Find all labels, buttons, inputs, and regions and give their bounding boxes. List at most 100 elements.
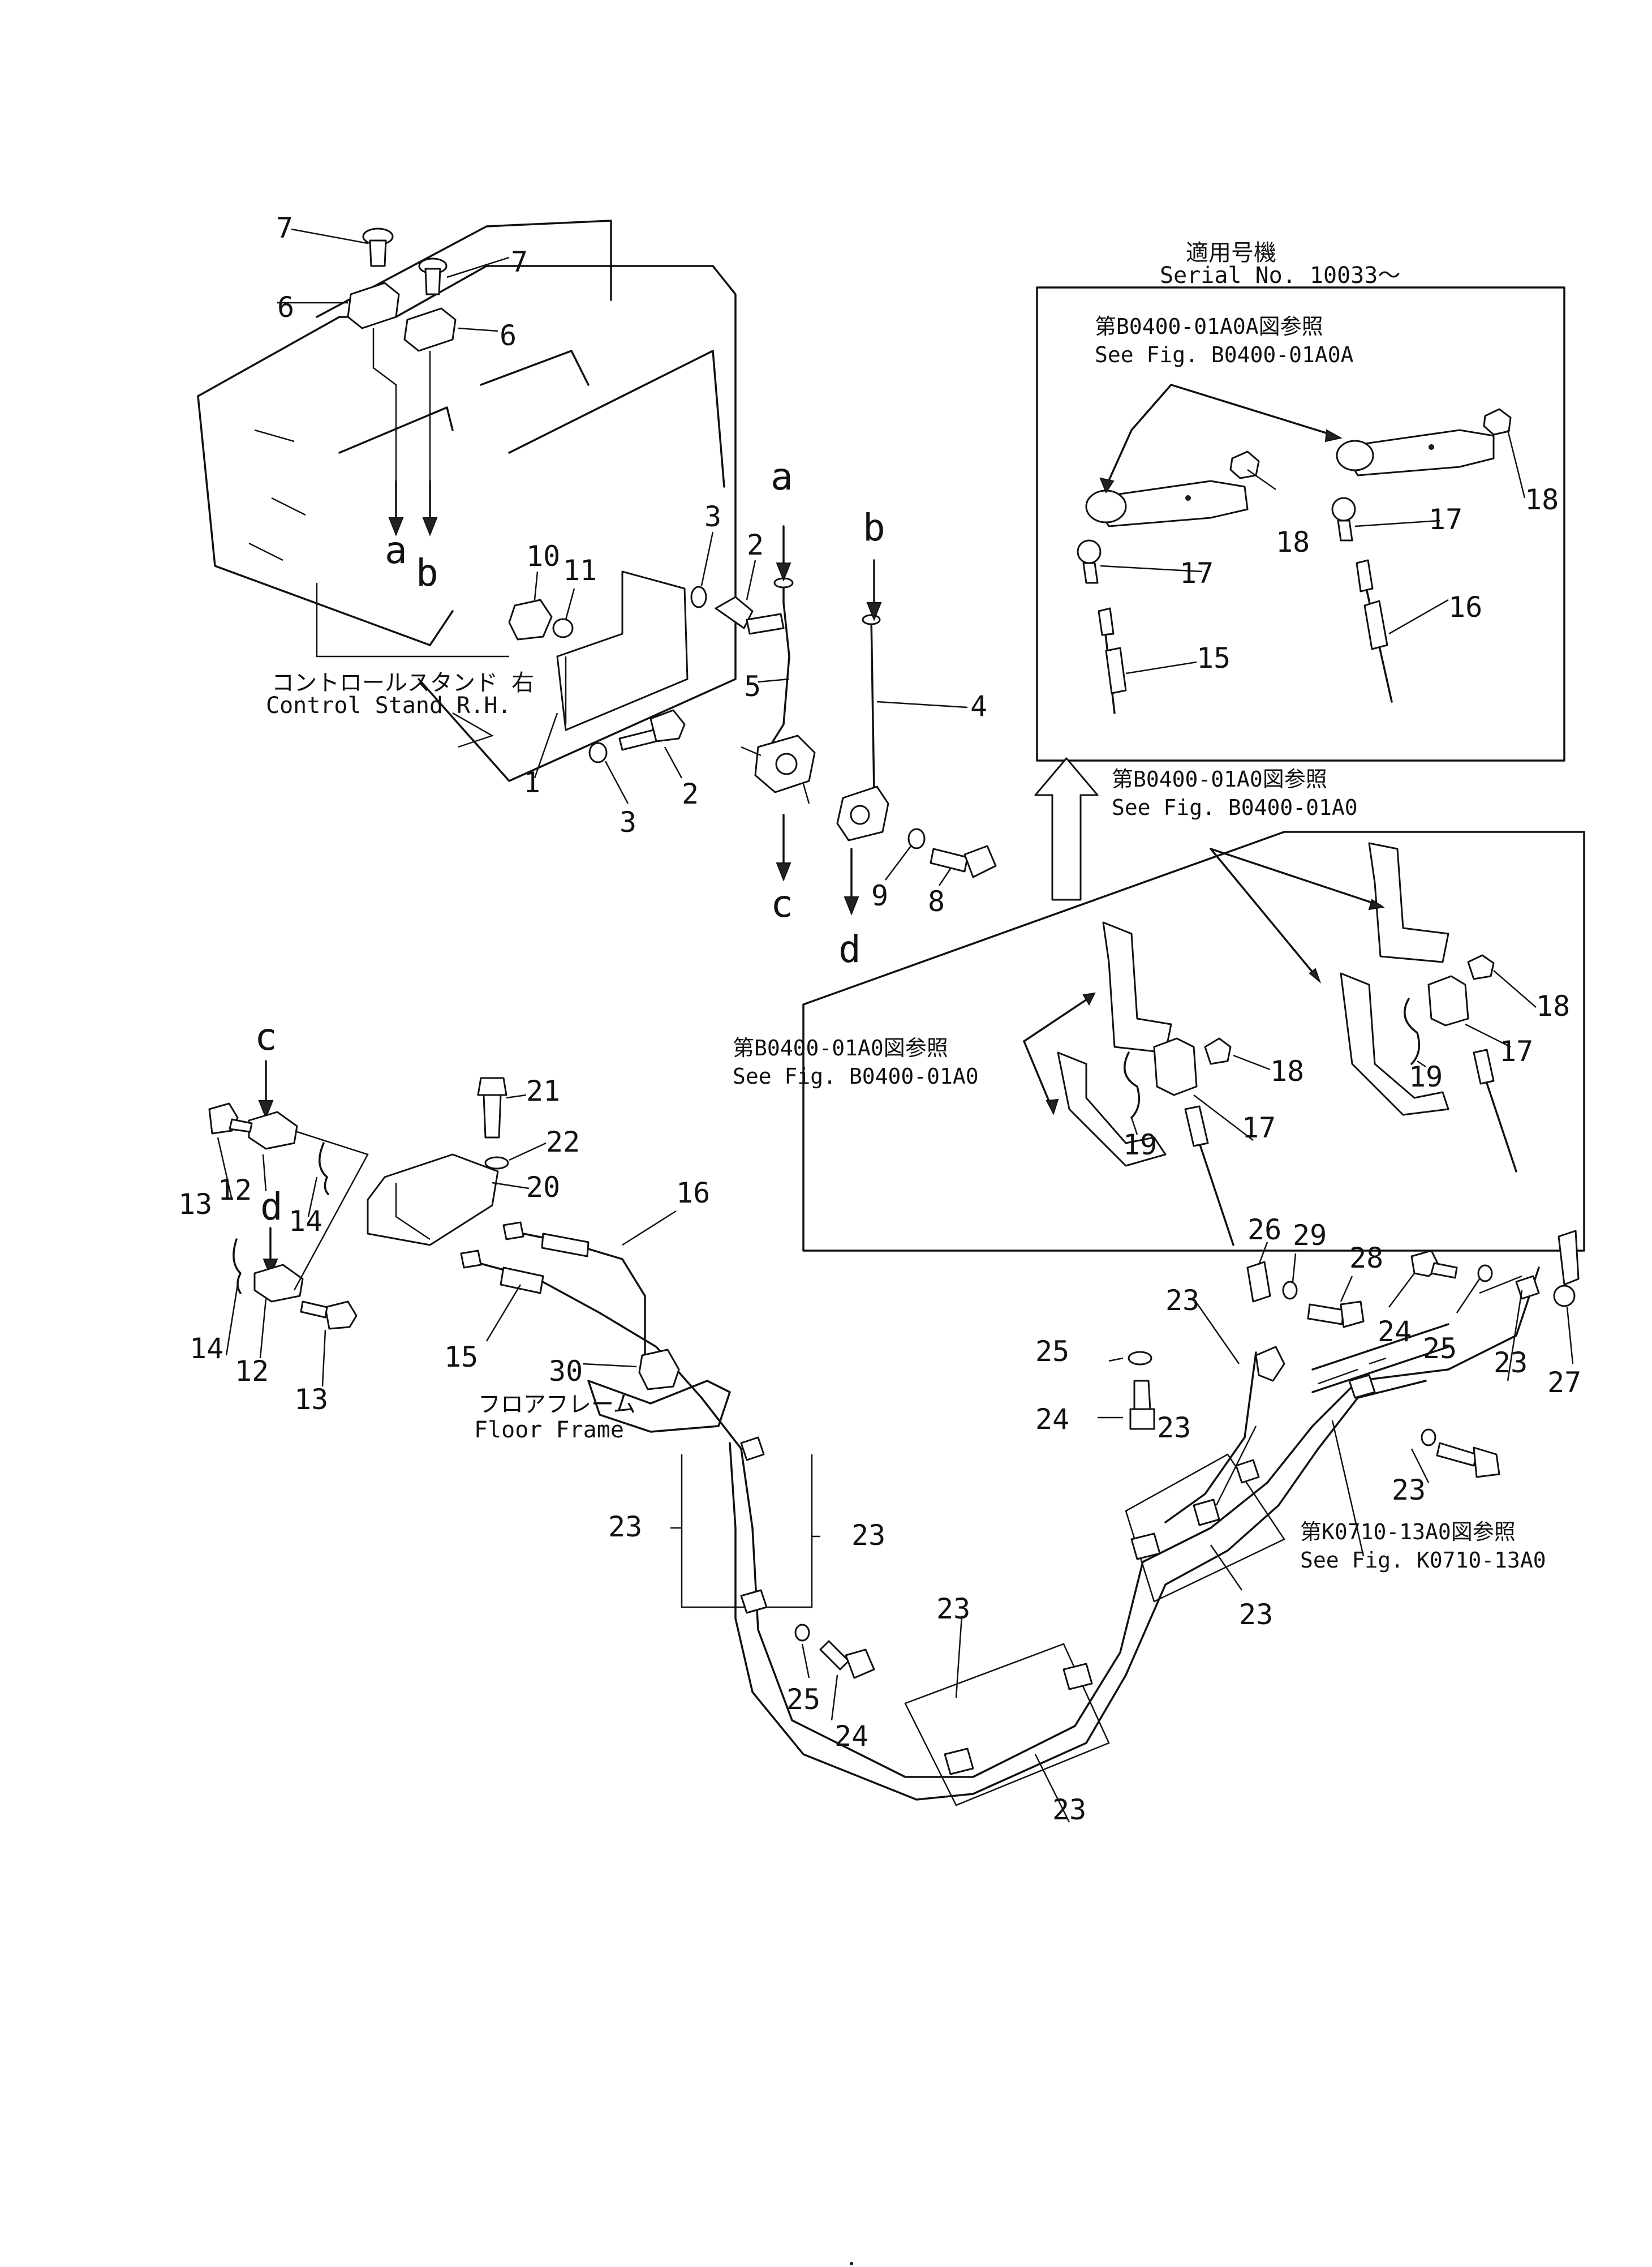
part-number-11: 11 (563, 554, 597, 587)
clevis-12-top (248, 1111, 298, 1150)
floor-frame (587, 1380, 731, 1433)
part-number-23: 23 (1052, 1793, 1086, 1826)
bolt-8 (930, 845, 997, 878)
part-number-16: 16 (1448, 591, 1482, 624)
bracket-right-inset (1340, 842, 1449, 1116)
washer-3-bottom (588, 742, 608, 763)
ref-b0400-01a0a-en: See Fig. B0400-01A0A (1095, 342, 1354, 367)
clamp-frame-23-lower (904, 1643, 1110, 1806)
part-number-23: 23 (1157, 1411, 1191, 1444)
letter-a-mid: a (771, 455, 793, 499)
serial-label-jp: 適用号機 (1186, 240, 1276, 266)
reference-arrow (1034, 757, 1099, 901)
part-number-17: 17 (1180, 557, 1214, 590)
bolt-13-bottom (300, 1300, 358, 1330)
lever-arm-right (1336, 429, 1495, 476)
part-number-13: 13 (178, 1188, 212, 1221)
cable-5-lever (768, 573, 794, 748)
part-number-17: 17 (1429, 503, 1462, 536)
part-number-3: 3 (704, 500, 721, 533)
part-number-14: 14 (190, 1332, 223, 1365)
ref-k0710-13a0-jp: 第K0710-13A0図参照 (1300, 1519, 1516, 1544)
bolt-24-left (1129, 1380, 1155, 1430)
bolt-18-left (1204, 1037, 1232, 1065)
control-stand-rh (197, 220, 737, 782)
part-number-23: 23 (608, 1510, 642, 1543)
part-number-23: 23 (1392, 1474, 1426, 1506)
washer-11 (552, 618, 574, 638)
ball-joint-17-right (1331, 497, 1356, 542)
washer-25-left (1128, 1351, 1152, 1366)
part-number-3: 3 (620, 806, 636, 839)
part-number-26: 26 (1247, 1213, 1281, 1246)
part-number-13: 13 (294, 1383, 328, 1416)
ref-b0400-01a0-jp-top: 第B0400-01A0図参照 (1112, 767, 1327, 792)
arrow-b-top (422, 480, 438, 536)
bolt-18-right (1467, 954, 1495, 980)
part-number-6: 6 (277, 291, 294, 324)
part-number-23: 23 (1165, 1284, 1199, 1317)
part-number-18: 18 (1270, 1055, 1304, 1088)
part-number-28: 28 (1349, 1242, 1383, 1274)
arrow-c-mid (776, 814, 791, 882)
ref-b0400-01a0-en-inset: See Fig. B0400-01A0 (733, 1064, 979, 1089)
clamps-23 (740, 1275, 1540, 1775)
bolt-24-right (1436, 1442, 1500, 1478)
clevis-12-bottom (253, 1264, 304, 1303)
arrow-a-mid (776, 525, 791, 582)
part-number-17: 17 (1499, 1035, 1533, 1068)
arrow-b-mid (866, 559, 882, 621)
part-number-18: 18 (1525, 483, 1559, 516)
ref-b0400-01a0-jp-inset: 第B0400-01A0図参照 (733, 1036, 948, 1060)
page-dot (850, 2262, 853, 2265)
spring-19-left (1124, 1051, 1141, 1119)
part-number-23: 23 (1239, 1598, 1273, 1631)
lever-arm-left (1085, 480, 1249, 527)
part-number-7: 7 (276, 212, 293, 244)
part-number-19: 19 (1123, 1128, 1157, 1161)
cable-inset-right (1473, 1049, 1517, 1173)
letter-b-top: b (416, 551, 438, 595)
part-number-12: 12 (235, 1355, 269, 1388)
bolt-28 (1307, 1300, 1365, 1328)
part-number-18: 18 (1536, 990, 1570, 1023)
clamp-6-left (347, 282, 400, 329)
pin-14-top (319, 1142, 329, 1195)
pin-14-bottom (233, 1238, 242, 1294)
valve-assembly-left (741, 735, 816, 804)
inset-b0400-frame (802, 831, 1585, 1252)
bracket-1 (556, 570, 689, 731)
washer-9 (907, 828, 926, 849)
bolt-13-top (208, 1102, 253, 1135)
grommet-30 (638, 1349, 680, 1390)
part-number-24: 24 (1378, 1315, 1412, 1348)
part-number-15: 15 (1197, 642, 1231, 675)
part-number-1: 1 (523, 766, 540, 799)
screw-7-left (362, 227, 394, 267)
part-number-24: 24 (1035, 1403, 1069, 1436)
part-number-25: 25 (786, 1683, 820, 1716)
caption-floor-frame-en: Floor Frame (474, 1417, 624, 1443)
letter-c-lower: c (255, 1015, 277, 1059)
valve-assembly-right (836, 785, 889, 841)
cable-16-inset (1356, 559, 1393, 703)
part-number-29: 29 (1293, 1219, 1327, 1252)
cable-inset-left (1184, 1105, 1234, 1246)
letter-d-mid: d (838, 928, 861, 971)
clamp-frame-23-right (1125, 1453, 1285, 1603)
nut-18-right (1483, 408, 1512, 436)
part-number-30: 30 (549, 1355, 583, 1388)
washer-25-right (1421, 1428, 1436, 1446)
serial-label: 適用号機 Serial No. 10033～ (1160, 240, 1400, 289)
part-number-18: 18 (1276, 526, 1310, 559)
letter-a-top: a (385, 529, 407, 572)
washer-29 (1282, 1281, 1298, 1300)
part-number-8: 8 (928, 885, 945, 918)
letter-c-mid: c (771, 882, 793, 926)
part-number-7: 7 (511, 246, 528, 278)
cable-16-lower (502, 1221, 646, 1359)
ball-joint-17-left (1077, 539, 1102, 584)
part-number-25: 25 (1423, 1332, 1457, 1365)
bracket-26 (1246, 1261, 1271, 1303)
part-number-19: 19 (1409, 1060, 1443, 1093)
